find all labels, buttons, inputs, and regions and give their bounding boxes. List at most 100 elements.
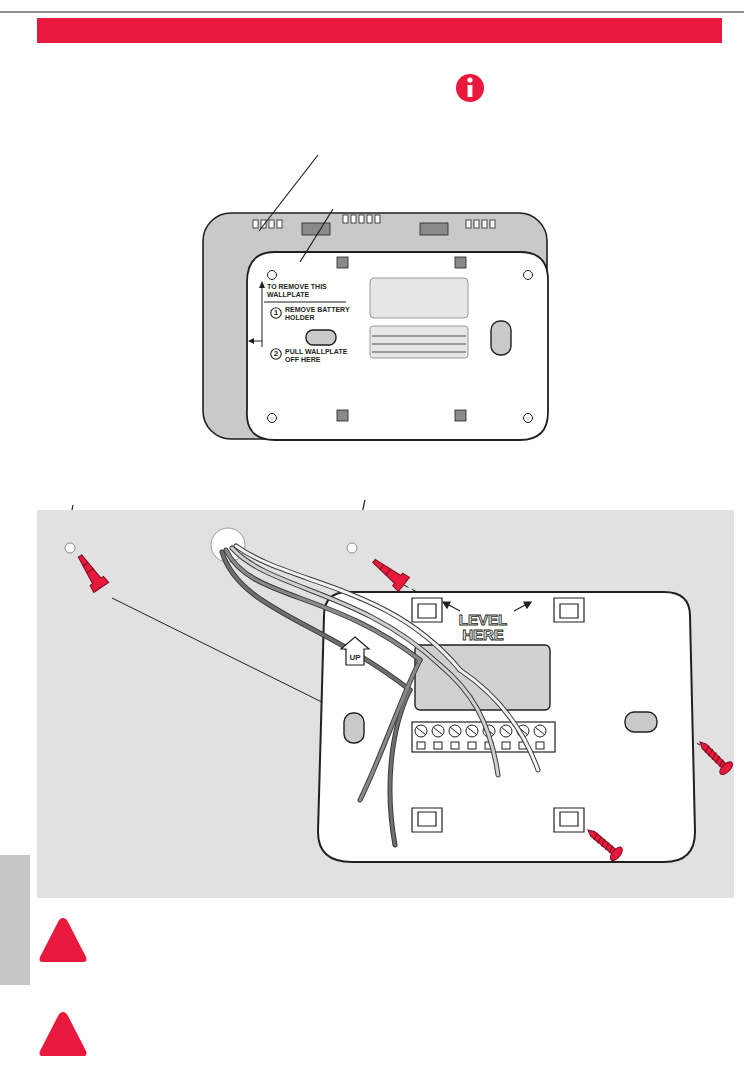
warning-triangle	[39, 918, 86, 1056]
wallplate	[412, 598, 442, 622]
wallplate-front	[372, 336, 466, 352]
wallplate	[466, 725, 478, 737]
thermostat-back	[269, 220, 274, 228]
mounting-screw	[596, 836, 603, 843]
warning-triangle	[39, 918, 86, 962]
mounting-screw	[592, 833, 614, 853]
wall-anchor	[87, 569, 94, 573]
wires	[390, 690, 410, 845]
mounting-screw	[711, 753, 718, 760]
instruction-text: TO REMOVE THIS WALLPLATE	[267, 283, 345, 299]
wires	[222, 546, 538, 845]
wires	[440, 665, 498, 775]
wallplate-front	[337, 257, 348, 268]
mounting-screw	[583, 824, 625, 863]
info-icon	[467, 77, 472, 82]
wallplate	[451, 742, 459, 749]
wallplate	[415, 725, 427, 737]
wall-anchor	[73, 551, 109, 593]
section-tab	[0, 855, 30, 985]
step-number: 1	[274, 309, 278, 317]
mounting-screw	[718, 760, 735, 777]
wallplate-front	[455, 257, 466, 268]
level-arrows	[524, 602, 531, 608]
wallplate-front	[268, 271, 277, 280]
wallplate	[412, 598, 584, 832]
mounting-screw	[698, 740, 726, 768]
wallplate-front	[372, 335, 466, 337]
wallplate-front	[268, 271, 533, 423]
arrowheads	[248, 281, 265, 344]
wires	[460, 670, 538, 770]
wallplate	[554, 598, 584, 622]
wallplate-front	[247, 252, 548, 440]
wallplate-front	[370, 326, 468, 358]
wallplate	[416, 727, 545, 735]
direction-label: UP	[349, 654, 360, 662]
arrowheads	[259, 281, 265, 288]
circle-outline	[271, 308, 281, 318]
wall-anchor	[386, 569, 391, 575]
wallplate	[536, 742, 544, 749]
wallplate	[625, 712, 657, 732]
level-arrows	[443, 602, 450, 608]
circle-outline	[271, 349, 281, 359]
wallplate	[417, 742, 425, 749]
thermostat-back	[351, 215, 356, 223]
wallplate-front	[372, 343, 466, 345]
mounting-screw	[694, 736, 734, 776]
thermostat-back	[474, 220, 479, 228]
mounting-screw	[583, 736, 735, 862]
wallplate-front	[337, 410, 348, 421]
level-label: LEVEL HERE	[452, 612, 514, 642]
thermostat-back	[302, 223, 330, 235]
thermostat-back	[253, 220, 258, 228]
page-header	[37, 18, 722, 43]
wallplate	[450, 727, 460, 735]
step-number: 2	[274, 350, 278, 358]
level-arrows	[443, 602, 531, 611]
wallplate	[432, 725, 444, 737]
arrow-outline	[341, 637, 369, 665]
wallplate	[344, 713, 364, 743]
wallplate	[415, 645, 550, 710]
wallplate	[534, 725, 546, 737]
wires	[232, 548, 440, 665]
wallplate-front	[306, 330, 336, 345]
step-number: 1	[270, 307, 282, 319]
mounting-screw	[608, 845, 624, 862]
mounting-screw	[586, 828, 616, 854]
removal-arrows	[264, 302, 346, 303]
wallplate	[449, 725, 461, 737]
wires	[440, 665, 498, 775]
wallplate	[433, 727, 443, 735]
wall-anchor	[73, 551, 410, 593]
mounting-screw	[704, 746, 725, 767]
wall-anchor	[380, 565, 384, 570]
instruction-text: REMOVE BATTERY HOLDER	[285, 306, 357, 322]
wires	[222, 552, 410, 690]
wallplate	[412, 808, 442, 832]
wallplate-front	[491, 321, 511, 355]
thermostat-back	[359, 215, 364, 223]
mounting-panel	[37, 510, 734, 898]
mounting-screw	[600, 839, 607, 846]
thermostat-back	[277, 220, 282, 228]
info-icon	[456, 74, 484, 102]
wallplate-front	[370, 278, 468, 318]
mounting-screw	[707, 749, 714, 756]
thermostat-back	[253, 215, 495, 228]
leader-line	[300, 209, 333, 262]
wallplate	[468, 742, 476, 749]
wall-anchor	[368, 554, 409, 592]
up-arrow: UP	[340, 636, 370, 666]
wallplate	[434, 742, 442, 749]
thermostat-back	[367, 215, 372, 223]
info-icon	[468, 85, 473, 97]
page-header	[0, 12, 744, 13]
wall-anchor	[73, 551, 109, 593]
mounting-screw	[714, 756, 721, 763]
wallplate	[500, 725, 512, 737]
